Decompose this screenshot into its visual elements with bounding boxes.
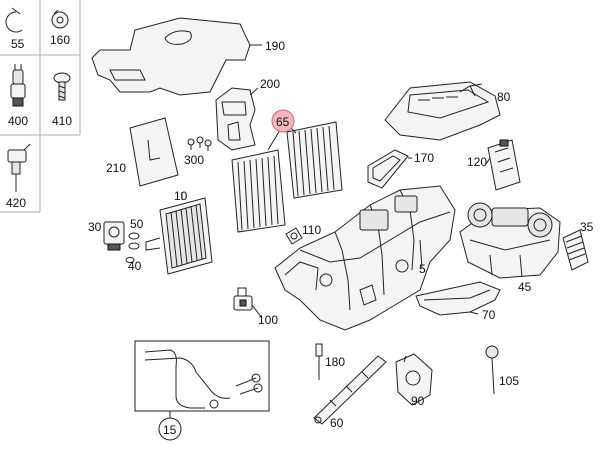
part-410[interactable]: 410: [52, 72, 72, 128]
callout-60: 60: [330, 416, 344, 430]
callout-210: 210: [106, 161, 126, 175]
callout-70: 70: [482, 308, 496, 322]
pipe-set-15[interactable]: 15: [134, 340, 270, 441]
screw-icon: [53, 72, 71, 101]
panel-210[interactable]: 210: [106, 117, 179, 187]
callout-15: 15: [163, 423, 177, 437]
housing-cover-80[interactable]: 80: [384, 81, 511, 141]
probe-105[interactable]: 105: [485, 345, 519, 395]
callout-90: 90: [411, 394, 425, 408]
callout-80: 80: [497, 90, 511, 104]
evaporator-10[interactable]: 10: [145, 189, 213, 275]
sensor-plug-icon: [10, 64, 26, 107]
callout-180: 180: [325, 355, 345, 369]
temperature-sensor-icon: [7, 143, 31, 192]
callout-65: 65: [276, 115, 290, 129]
callout-300: 300: [184, 153, 204, 167]
hose-clip-icon: [5, 7, 23, 33]
callout-200: 200: [260, 77, 280, 91]
cabin-filter-65[interactable]: 65: [231, 109, 343, 233]
connector-100[interactable]: 100: [233, 287, 278, 327]
part-number-400: 400: [8, 114, 28, 128]
hvac-housing-5[interactable]: 5: [274, 185, 456, 331]
callout-105: 105: [499, 374, 519, 388]
callout-170: 170: [414, 151, 434, 165]
servo-motor-90[interactable]: 90: [395, 353, 433, 408]
sensor-pin-180[interactable]: 180: [315, 343, 345, 380]
callout-5: 5: [419, 262, 426, 276]
callout-50: 50: [130, 217, 144, 231]
part-420[interactable]: 420: [6, 143, 31, 210]
part-number-55: 55: [11, 37, 25, 51]
part-number-160: 160: [50, 33, 70, 47]
callout-110: 110: [302, 223, 321, 237]
linkage-bar-60[interactable]: 60: [313, 355, 387, 430]
callout-45: 45: [518, 280, 532, 294]
insulation-mat-190[interactable]: 190: [91, 17, 285, 96]
gasket-170[interactable]: 170: [367, 149, 434, 189]
o-ring-40[interactable]: 40: [125, 257, 142, 274]
highlight-badge: [271, 109, 295, 133]
control-module-120[interactable]: 120: [467, 139, 521, 191]
foam-pad-200[interactable]: 200: [215, 77, 280, 151]
part-55[interactable]: 55: [5, 7, 25, 51]
pipe-set-frame: [134, 340, 270, 412]
actuator-110[interactable]: 110: [285, 223, 321, 245]
blower-resistor-35[interactable]: 35: [562, 220, 594, 271]
callout-190: 190: [265, 39, 285, 53]
grommet-icon: [51, 9, 69, 29]
part-400[interactable]: 400: [8, 64, 28, 128]
part-160[interactable]: 160: [50, 9, 70, 47]
expansion-valve-30[interactable]: 30: [88, 220, 125, 251]
part-number-420: 420: [6, 196, 26, 210]
blower-motor-45[interactable]: 45: [459, 202, 561, 294]
callout-10: 10: [174, 189, 188, 203]
callout-120: 120: [467, 155, 487, 169]
callout-35: 35: [580, 220, 594, 234]
air-duct-70[interactable]: 70: [415, 281, 501, 322]
callout-100: 100: [258, 313, 278, 327]
clips-300[interactable]: 300: [184, 136, 212, 167]
o-ring-50[interactable]: 50: [128, 217, 144, 250]
callout-40: 40: [128, 259, 142, 273]
parts-grid: [0, 0, 81, 213]
callout-30: 30: [88, 220, 102, 234]
part-number-410: 410: [52, 114, 72, 128]
